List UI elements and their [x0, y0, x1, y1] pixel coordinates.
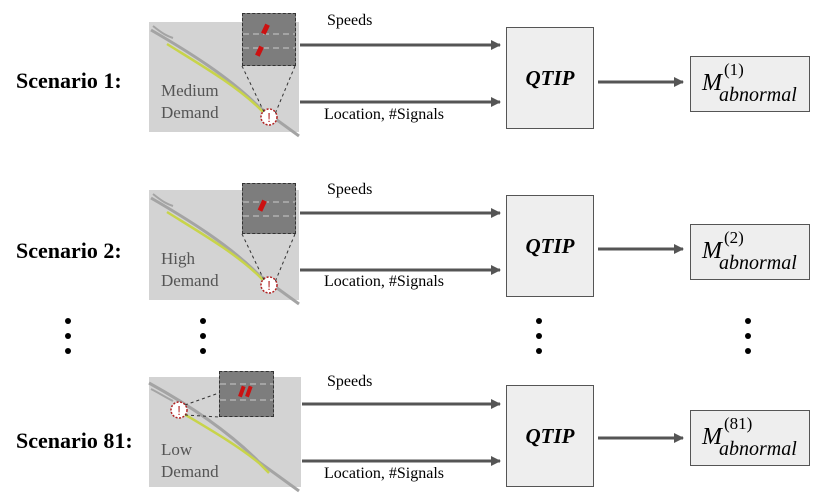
- svg-text:!: !: [177, 403, 181, 418]
- scenario-81-map: ! Low Demand: [148, 371, 301, 493]
- output-superscript: (81): [724, 414, 753, 433]
- location-label-2: Location, #Signals: [324, 273, 444, 290]
- svg-text:!: !: [267, 110, 271, 125]
- ellipsis-qtip: [536, 318, 546, 363]
- scenario-1-signal-inset: [242, 13, 296, 66]
- output-box-1: M (1) abnormal: [690, 56, 810, 112]
- output-subscript: abnormal: [719, 438, 797, 460]
- signal-icon: [243, 199, 295, 217]
- output-subscript: abnormal: [719, 252, 797, 274]
- scenario-2-map: ! High Demand: [149, 183, 300, 306]
- qtip-label: QTIP: [525, 65, 575, 90]
- speeds-label-2: Speeds: [327, 181, 373, 198]
- scenario-2-road-network: !: [150, 193, 300, 306]
- qtip-box-81: QTIP: [506, 385, 594, 487]
- scenario-2-label: Scenario 2:: [16, 238, 122, 263]
- speeds-label-81: Speeds: [327, 373, 373, 390]
- incident-marker-icon: !: [260, 276, 278, 294]
- location-label-81: Location, #Signals: [324, 465, 444, 482]
- scenario-81-label: Scenario 81:: [16, 428, 133, 453]
- output-superscript: (1): [724, 60, 744, 79]
- scenario-1-label: Scenario 1:: [16, 68, 122, 93]
- incident-marker-icon: !: [260, 108, 278, 126]
- qtip-box-2: QTIP: [506, 195, 594, 297]
- output-superscript: (2): [724, 228, 744, 247]
- ellipsis-scenarios: [65, 318, 75, 363]
- scenario-81-demand: Low Demand: [161, 440, 219, 481]
- scenario-1-demand: Medium Demand: [161, 81, 219, 122]
- output-box-2: M (2) abnormal: [690, 224, 810, 280]
- output-symbol: M: [702, 70, 722, 96]
- signal-icon: [243, 23, 295, 57]
- speeds-label-1: Speeds: [327, 12, 373, 29]
- ellipsis-maps: [200, 318, 210, 363]
- scenario-2-demand: High Demand: [161, 249, 219, 290]
- ellipsis-outputs: [745, 318, 755, 363]
- qtip-label: QTIP: [525, 233, 575, 258]
- scenario-2-signal-inset: [242, 183, 296, 234]
- output-box-81: M (81) abnormal: [690, 410, 810, 466]
- scenario-81-signal-inset: [219, 371, 274, 417]
- output-subscript: abnormal: [719, 84, 797, 106]
- location-label-1: Location, #Signals: [324, 106, 444, 123]
- output-symbol: M: [702, 238, 722, 264]
- scenario-1-map: ! Medium Demand: [149, 13, 300, 138]
- svg-text:!: !: [267, 278, 271, 293]
- qtip-label: QTIP: [525, 423, 575, 448]
- output-symbol: M: [702, 424, 722, 450]
- scenario-81-road-network: !: [148, 381, 300, 493]
- scenario-1-road-network: !: [150, 25, 300, 138]
- signal-icon: [220, 383, 273, 401]
- qtip-box-1: QTIP: [506, 27, 594, 129]
- incident-marker-icon: !: [170, 401, 188, 419]
